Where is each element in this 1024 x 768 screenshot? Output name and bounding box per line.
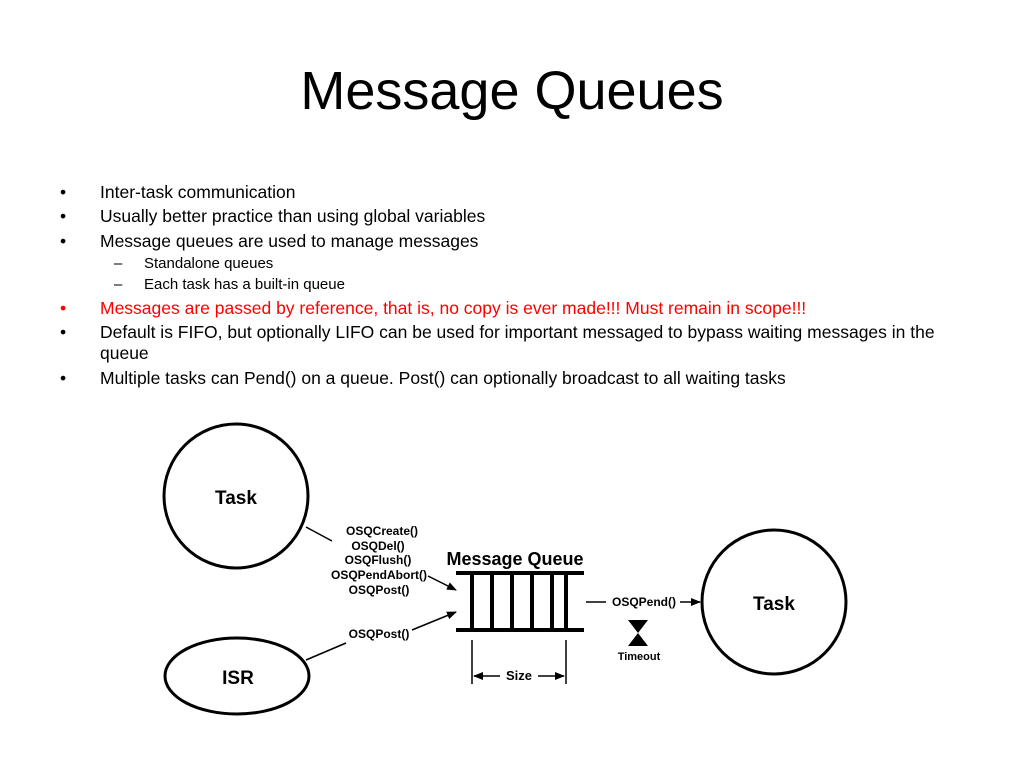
isr-to-call-line <box>305 642 347 661</box>
bullet-dot-icon: • <box>60 206 67 227</box>
bullet-item: • Message queues are used to manage messa… <box>58 231 978 252</box>
isr-call-to-queue-arrow <box>411 611 457 631</box>
bullet-text: Multiple tasks can Pend() on a queue. Po… <box>100 367 786 388</box>
slide-title: Message Queues <box>300 61 724 121</box>
bullet-item: • Multiple tasks can Pend() on a queue. P… <box>58 368 978 389</box>
bullet-dot-icon: • <box>60 321 67 342</box>
bullet-text: Default is FIFO, but optionally LIFO can… <box>100 321 935 364</box>
sub-bullet-dash-icon: – <box>114 255 123 273</box>
task-to-calls-line <box>305 526 333 542</box>
bullet-dot-icon: • <box>60 297 67 318</box>
bullet-text: Usually better practice than using globa… <box>100 206 486 227</box>
call-osqpost: OSQPost() <box>349 583 410 597</box>
bullet-dot-icon: • <box>60 230 67 251</box>
bullet-item: • Default is FIFO, but optionally LIFO ca… <box>58 322 978 365</box>
sub-bullet-text: Each task has a built-in queue <box>144 276 345 294</box>
task-right-circle <box>700 528 848 676</box>
isr-call-osqpost: OSQPost() <box>349 627 410 641</box>
sub-bullet-dash-icon: – <box>114 276 123 294</box>
bullet-item: • Inter-task communication <box>58 182 978 203</box>
size-label: Size <box>506 668 532 683</box>
task-left-label: Task <box>215 488 257 509</box>
bullet-list: • Inter-task communication • Usually bette… <box>58 182 978 392</box>
queue-title: Message Queue <box>446 549 583 569</box>
bullet-text: Message queues are used to manage messag… <box>100 230 479 251</box>
bullet-dot-icon: • <box>60 182 67 202</box>
sub-bullet-text: Standalone queues <box>144 255 274 273</box>
bullet-text: Messages are passed by reference, that i… <box>100 297 807 318</box>
timeout-label: Timeout <box>618 651 661 663</box>
bullet-item-highlight: • Messages are passed by reference, that … <box>58 298 978 319</box>
queue-body <box>456 571 584 632</box>
calls-to-queue-arrow <box>427 575 457 591</box>
isr-ellipse <box>163 636 311 716</box>
call-osqdel: OSQDel() <box>351 539 404 553</box>
sub-bullet-item: – Each task has a built-in queue <box>58 276 978 294</box>
call-osqpendabort: OSQPendAbort() <box>331 568 427 582</box>
call-osqflush: OSQFlush() <box>345 553 412 567</box>
call-osqcreate: OSQCreate() <box>346 524 418 538</box>
size-dimension <box>471 640 567 684</box>
bullet-item: • Usually better practice than using glob… <box>58 206 978 227</box>
hourglass-icon <box>628 620 648 646</box>
task-right-label: Task <box>753 594 795 615</box>
bullet-text: Inter-task communication <box>100 182 296 202</box>
isr-label: ISR <box>222 668 254 689</box>
bullet-dot-icon: • <box>60 367 67 388</box>
call-osqpend: OSQPend() <box>612 595 676 609</box>
sub-bullet-item: – Standalone queues <box>58 255 978 273</box>
task-left-circle <box>162 422 310 570</box>
